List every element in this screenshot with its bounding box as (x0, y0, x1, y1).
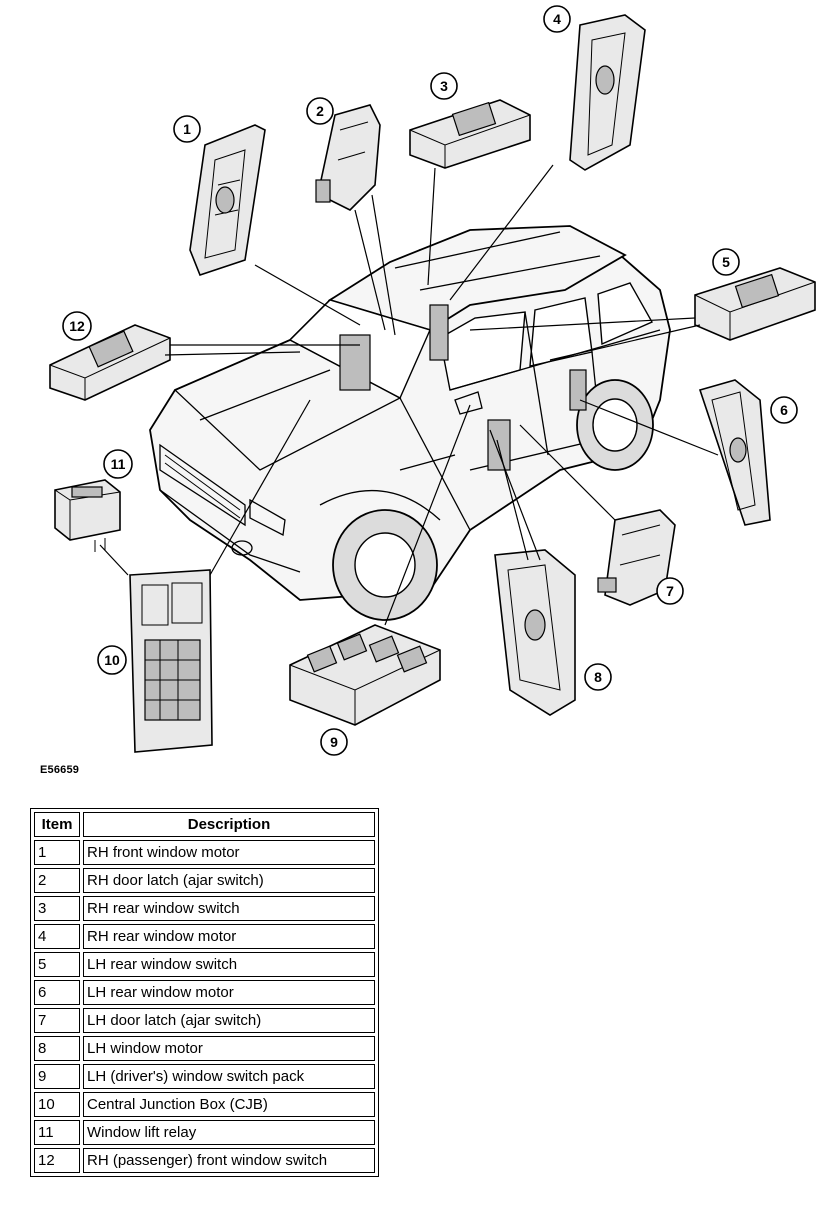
legend-item-number: 7 (34, 1008, 80, 1033)
svg-text:12: 12 (69, 318, 85, 334)
svg-text:6: 6 (780, 402, 788, 418)
legend-header-description: Description (83, 812, 375, 837)
svg-text:7: 7 (666, 583, 674, 599)
callout-12: 12 (62, 311, 92, 341)
leader-lines (99, 164, 719, 626)
component-lh-rear-window-motor (698, 379, 771, 526)
legend-item-description: LH door latch (ajar switch) (83, 1008, 375, 1033)
vehicle-illustration (149, 225, 671, 621)
legend-item-description: LH rear window motor (83, 980, 375, 1005)
callout-11: 11 (103, 449, 133, 479)
svg-text:3: 3 (440, 78, 448, 94)
component-rh-front-window-switch (49, 324, 171, 401)
legend-header-item: Item (34, 812, 80, 837)
svg-text:4: 4 (553, 11, 561, 27)
component-central-junction-box (129, 569, 213, 753)
legend-item-description: Central Junction Box (CJB) (83, 1092, 375, 1117)
figure-id: E56659 (40, 764, 80, 776)
legend-item-number: 5 (34, 952, 80, 977)
callout-9: 9 (320, 728, 348, 756)
legend-item-number: 2 (34, 868, 80, 893)
component-rh-rear-window-switch (409, 99, 531, 169)
component-lh-window-motor (494, 549, 576, 716)
legend-item-number: 8 (34, 1036, 80, 1061)
callout-3: 3 (430, 72, 458, 100)
legend-item-number: 12 (34, 1148, 80, 1173)
legend-item-description: RH rear window switch (83, 896, 375, 921)
svg-text:5: 5 (722, 254, 730, 270)
legend-item-description: RH front window motor (83, 840, 375, 865)
callout-4: 4 (543, 5, 571, 33)
legend-item-description: RH rear window motor (83, 924, 375, 949)
legend-item-description: RH (passenger) front window switch (83, 1148, 375, 1173)
svg-text:9: 9 (330, 734, 338, 750)
legend-item-number: 4 (34, 924, 80, 949)
callout-7: 7 (656, 577, 684, 605)
callout-8: 8 (584, 663, 612, 691)
component-window-lift-relay (54, 479, 121, 552)
legend-item-number: 10 (34, 1092, 80, 1117)
component-rh-rear-window-motor (569, 14, 646, 171)
svg-text:2: 2 (316, 103, 324, 119)
component-rh-door-latch (315, 104, 381, 211)
legend-item-description: LH window motor (83, 1036, 375, 1061)
legend-item-description: LH rear window switch (83, 952, 375, 977)
callout-5: 5 (712, 248, 740, 276)
svg-text:8: 8 (594, 669, 602, 685)
callout-6: 6 (770, 396, 798, 424)
callout-1: 1 (173, 115, 201, 143)
legend-item-number: 1 (34, 840, 80, 865)
legend-item-description: LH (driver's) window switch pack (83, 1064, 375, 1089)
component-rh-front-window-motor (189, 124, 266, 276)
legend-item-number: 6 (34, 980, 80, 1005)
callout-10: 10 (97, 645, 127, 675)
legend-header-row: Item Description (34, 812, 375, 837)
component-lh-rear-window-switch (694, 267, 816, 341)
callout-2: 2 (306, 97, 334, 125)
svg-text:11: 11 (111, 456, 126, 472)
legend-item-number: 3 (34, 896, 80, 921)
svg-text:1: 1 (183, 121, 191, 137)
legend-item-number: 9 (34, 1064, 80, 1089)
legend-item-number: 11 (34, 1120, 80, 1145)
component-location-diagram: 1 2 3 4 5 6 7 8 9 10 11 12 (49, 5, 816, 756)
legend-item-description: RH door latch (ajar switch) (83, 868, 375, 893)
component-lh-window-switch-pack (289, 624, 441, 726)
legend-item-description: Window lift relay (83, 1120, 375, 1145)
svg-text:10: 10 (104, 652, 120, 668)
